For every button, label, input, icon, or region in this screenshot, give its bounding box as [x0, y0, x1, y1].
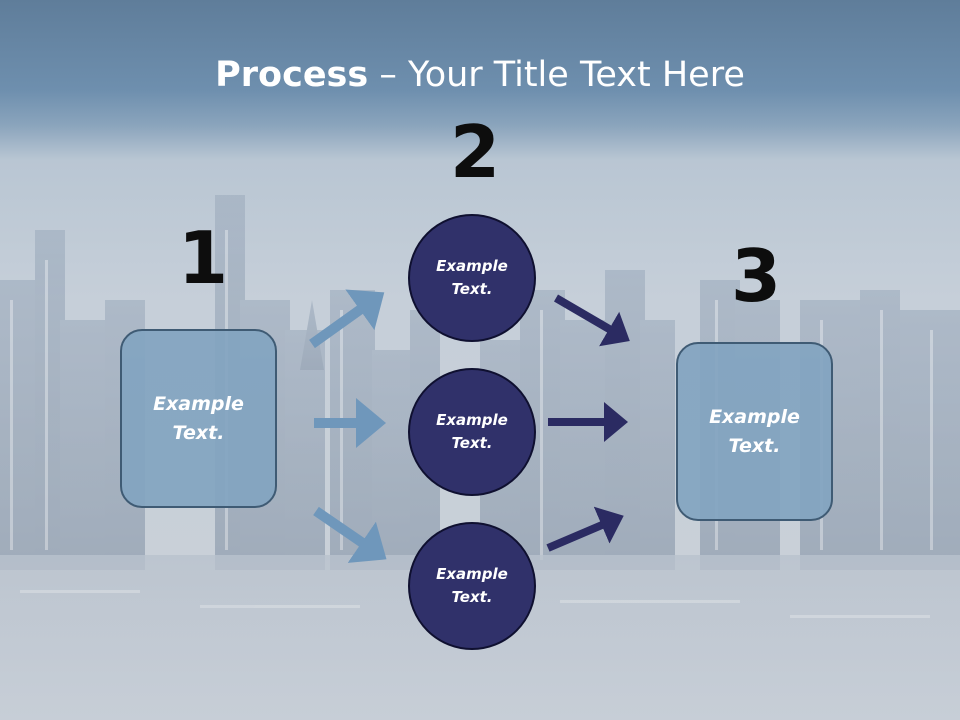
circle-top-text: Example Text.: [436, 257, 508, 298]
step-1-number: 1: [178, 216, 229, 300]
circle-middle-text: Example Text.: [436, 411, 508, 452]
arrow-bottom-to-3: [546, 506, 624, 552]
step-1-text: Example Text.: [153, 392, 244, 444]
step-2-circle-bottom[interactable]: Example Text.: [408, 522, 536, 650]
title-rest: – Your Title Text Here: [368, 55, 745, 95]
slide-title: Process – Your Title Text Here: [0, 52, 960, 98]
step-2-circle-middle[interactable]: Example Text.: [408, 368, 536, 496]
title-bold: Process: [215, 55, 369, 95]
arrow-1-to-top: [309, 289, 385, 349]
step-3-box[interactable]: Example Text.: [676, 342, 833, 521]
step-3-number: 3: [731, 234, 782, 318]
step-3-text: Example Text.: [709, 405, 800, 457]
circle-bottom-text: Example Text.: [436, 565, 508, 606]
arrow-top-to-3: [553, 294, 630, 347]
arrow-1-to-bottom: [313, 506, 387, 563]
step-2-number: 2: [450, 110, 501, 194]
step-1-box[interactable]: Example Text.: [120, 329, 277, 508]
step-2-circle-top[interactable]: Example Text.: [408, 214, 536, 342]
